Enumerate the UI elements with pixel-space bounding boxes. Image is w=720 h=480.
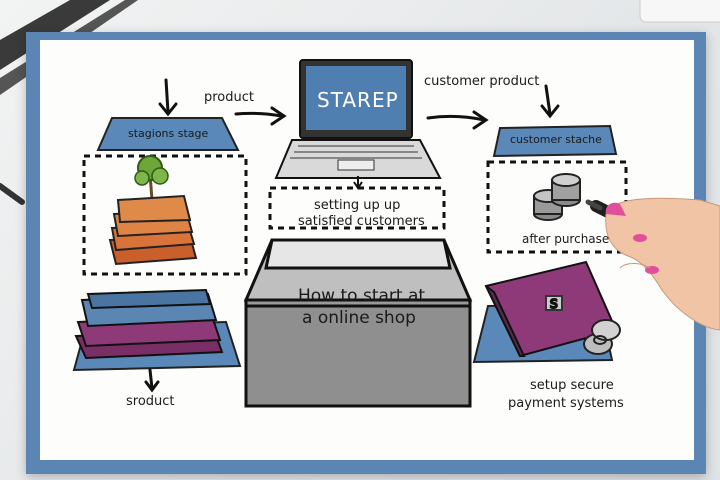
dashed-frame xyxy=(486,160,628,254)
coin-stack-icon xyxy=(583,319,621,355)
customer-product-label: customer product xyxy=(424,74,540,89)
open-box-icon xyxy=(243,238,473,408)
arrow-right-icon xyxy=(426,110,489,130)
arrow-down-icon xyxy=(540,84,560,119)
arrow-down-icon xyxy=(158,78,178,117)
product-bottom-label: sroduct xyxy=(126,394,175,409)
coin-stack-icon xyxy=(533,173,581,221)
center-title-line1: How to start at xyxy=(298,286,426,306)
coin-symbol: S xyxy=(550,297,558,311)
setup-secure-label: setup secure xyxy=(530,378,614,393)
payment-systems-label: payment systems xyxy=(508,396,624,411)
product-top-label: product xyxy=(204,90,255,105)
arrow-right-icon xyxy=(234,106,287,126)
stage-label: stagions stage xyxy=(128,127,209,140)
tree-icon xyxy=(134,155,169,201)
after-purchase-label: after purchase xyxy=(522,232,610,246)
center-title-line2: a online shop xyxy=(302,308,416,328)
folder-icon xyxy=(74,288,224,360)
setting-up-label: setting up up xyxy=(314,198,401,213)
dashed-frame xyxy=(268,186,446,230)
book-stack-icon xyxy=(108,194,198,266)
satisfied-customers-label: satisfied customers xyxy=(298,214,425,229)
dashed-frame xyxy=(82,154,248,276)
tablet-corner-icon xyxy=(639,0,720,23)
arrow-down-icon xyxy=(353,176,363,190)
pen-icon xyxy=(0,183,25,205)
laptop-screen-text: STAREP xyxy=(317,88,399,112)
laptop-icon xyxy=(274,59,442,179)
stage-platform xyxy=(492,124,618,158)
hand-marker-icon xyxy=(585,197,720,331)
arrow-down-icon xyxy=(144,368,160,393)
stage-platform xyxy=(96,117,240,151)
customer-stache-label: customer stache xyxy=(510,133,602,146)
